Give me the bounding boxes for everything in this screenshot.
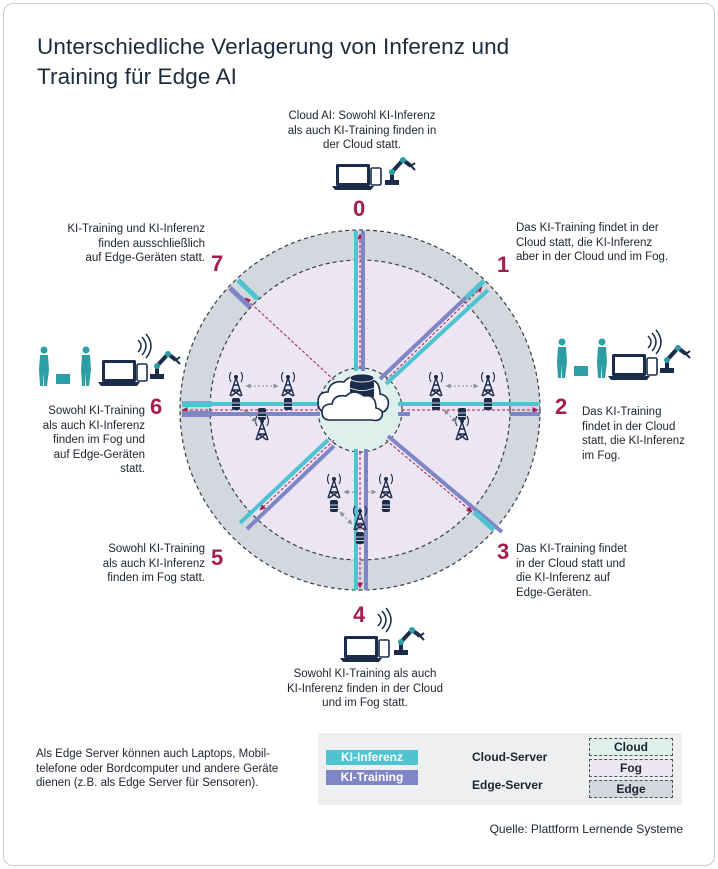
text-line: Sowohl KI-Training	[48, 405, 145, 417]
footnote: Als Edge Server können auch Laptops, Mob…	[36, 747, 306, 791]
text-line: die KI-Inferenz auf	[516, 572, 610, 584]
text-line: der Cloud statt.	[323, 139, 401, 151]
scenario-text-4: Sowohl KI-Training als auch KI-Inferenz …	[265, 667, 465, 711]
text-line: Cloud statt, die KI-Inferenz	[516, 236, 653, 249]
legend-zone-edge: Edge	[589, 780, 673, 798]
text-line: Cloud AI: Sowohl KI-Inferenz	[288, 110, 436, 122]
text-line: auf Edge-Geräten	[53, 448, 145, 461]
devices-top	[331, 155, 417, 191]
scenario-text-5: Sowohl KI-Training als auch KI-Inferenz …	[50, 542, 205, 586]
text-line: statt.	[120, 463, 145, 475]
devices-left	[39, 333, 182, 387]
text-line: aber in der Cloud und im Fog.	[516, 251, 669, 263]
text-line: in der Cloud statt und	[516, 557, 626, 570]
text-line: als auch KI-Inferenz	[102, 557, 205, 570]
text-line: KI-Inferenz finden in der Cloud	[287, 682, 443, 695]
text-line: Als Edge Server können auch Laptops, Mob…	[36, 748, 270, 760]
text-line: finden im Fog statt.	[107, 572, 205, 584]
scenario-number-3: 3	[497, 539, 510, 564]
scenario-text-7: KI-Training und KI-Inferenz finden aussc…	[40, 222, 205, 266]
scenario-number-0: 0	[353, 196, 366, 221]
text-line: und im Fog statt.	[322, 697, 408, 709]
scenario-number-1: 1	[497, 252, 510, 277]
text-line: finden im Fog und	[52, 434, 145, 446]
text-line: statt, die KI-Inferenz	[582, 435, 685, 447]
cloud-server-icon	[317, 373, 390, 422]
text-line: als auch KI-Inferenz	[42, 419, 145, 432]
text-line: auf Edge-Geräten statt.	[85, 252, 205, 264]
text-line: finden ausschließlich	[98, 237, 205, 250]
legend-zone-fog: Fog	[589, 759, 673, 777]
text-line: als auch KI-Training finden in	[287, 124, 437, 137]
text-line: KI-Training und KI-Inferenz	[67, 223, 205, 235]
scenario-number-5: 5	[211, 545, 224, 570]
text-line: im Fog.	[582, 449, 621, 462]
text-line: Sowohl KI-Training	[108, 543, 205, 555]
text-line: Das KI-Training findet in der	[516, 222, 659, 234]
legend-training: KI-Training	[326, 770, 418, 785]
scenario-text-2: Das KI-Training findet in der Cloud stat…	[582, 405, 712, 463]
scenario-lanes	[182, 231, 540, 590]
legend-cloud-server-label: Cloud-Server	[472, 750, 548, 764]
scenario-text-6: Sowohl KI-Training als auch KI-Inferenz …	[20, 404, 145, 477]
page-title: Unterschiedliche Verlagerung von Inferen…	[37, 32, 509, 92]
text-line: dienen (z.B. als Edge Server für Sensore…	[36, 777, 259, 789]
legend-zone-cloud: Cloud	[589, 738, 673, 756]
source-credit: Quelle: Plattform Lernende Systeme	[489, 822, 683, 836]
legend-edge-server-label: Edge-Server	[472, 778, 543, 792]
title-line-2: Training für Edge AI	[37, 64, 238, 89]
text-line: Das KI-Training findet	[516, 543, 627, 555]
scenario-text-0: Cloud AI: Sowohl KI-Inferenz als auch KI…	[270, 109, 454, 153]
scenario-number-2: 2	[555, 394, 568, 419]
text-line: Das KI-Training	[582, 406, 662, 418]
scenario-text-1: Das KI-Training findet in der Cloud stat…	[516, 221, 696, 265]
scenario-text-3: Das KI-Training findet in der Cloud stat…	[516, 542, 696, 600]
scenario-number-7: 7	[211, 251, 224, 276]
title-line-1: Unterschiedliche Verlagerung von Inferen…	[37, 34, 510, 59]
fog-devices	[228, 371, 496, 545]
legend-inference: KI-Inferenz	[326, 750, 418, 765]
scenario-number-6: 6	[150, 394, 163, 419]
text-line: telefone oder Bordcomputer und andere Ge…	[36, 762, 279, 775]
text-line: Sowohl KI-Training als auch	[293, 668, 437, 680]
scenario-number-4: 4	[353, 602, 366, 627]
devices-right	[557, 329, 692, 381]
text-line: Edge-Geräten.	[516, 586, 592, 599]
text-line: findet in der Cloud	[582, 420, 676, 433]
